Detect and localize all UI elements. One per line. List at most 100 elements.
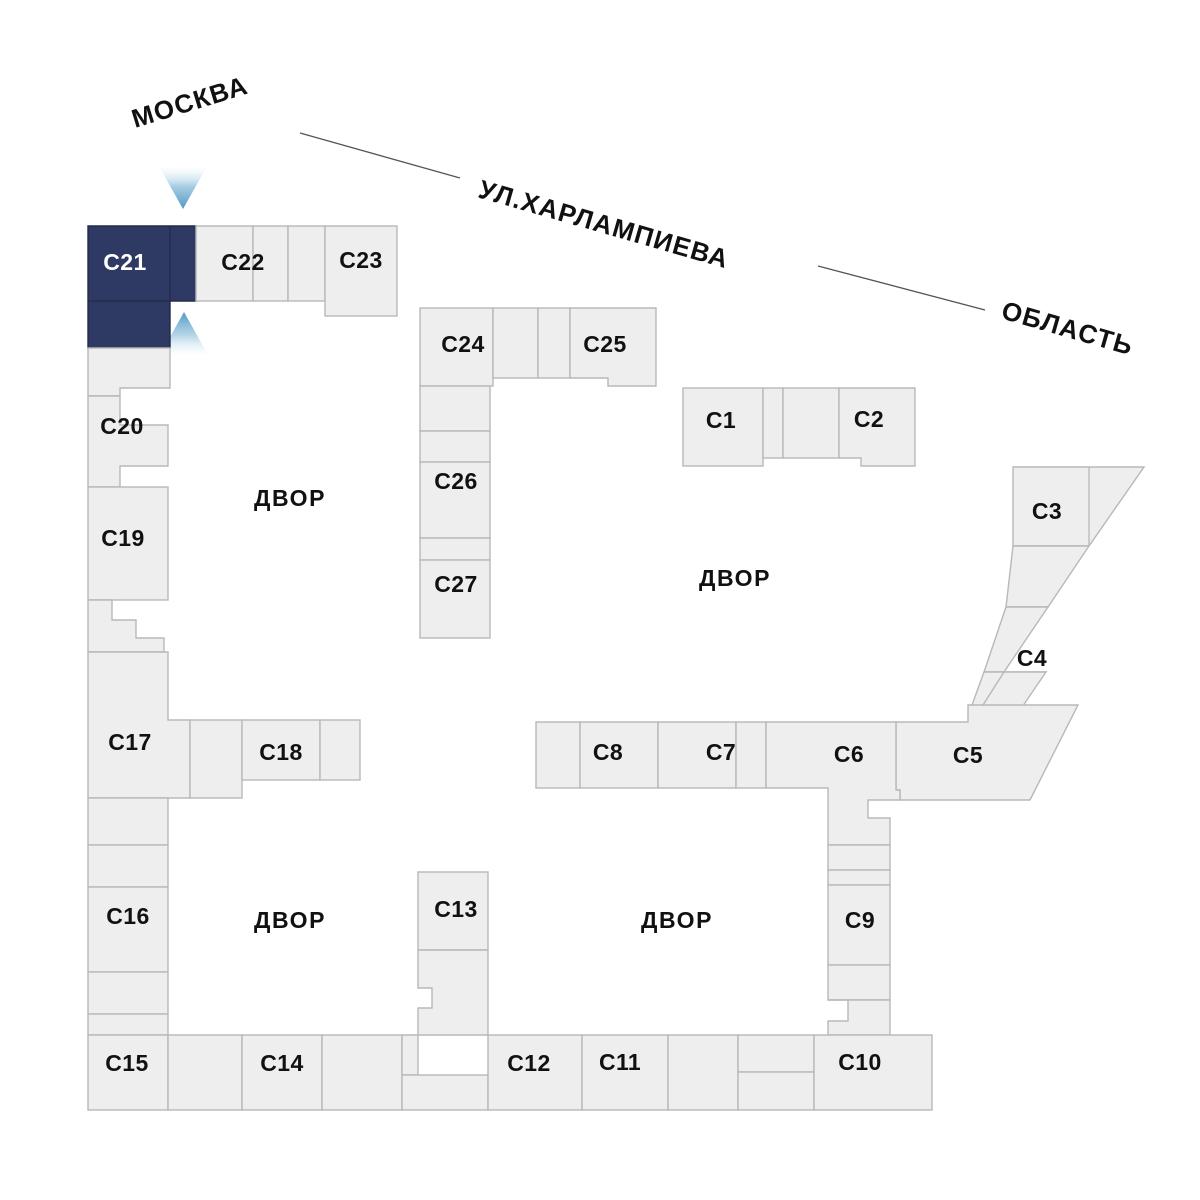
building-seg-c13-lower[interactable]: [417, 949, 489, 1036]
building-c7[interactable]: [657, 721, 737, 789]
building-seg-west-5[interactable]: [87, 1013, 169, 1036]
building-seg-centre-1[interactable]: [419, 385, 491, 432]
building-seg-c24-b[interactable]: [492, 307, 539, 379]
building-seg-south-7[interactable]: [737, 1071, 815, 1111]
building-seg-south-3[interactable]: [401, 1034, 419, 1076]
building-c18-a[interactable]: [189, 719, 243, 799]
building-label-c24: C24: [441, 331, 484, 357]
building-label-c6: C6: [834, 741, 864, 767]
building-c25[interactable]: [569, 307, 657, 387]
arrow-down-icon: [160, 168, 206, 209]
yard-labels: ДВОР ДВОР ДВОР ДВОР: [254, 485, 771, 933]
building-label-c4: C4: [1017, 645, 1047, 671]
building-label-c15: C15: [105, 1050, 148, 1076]
building-seg-c7-b[interactable]: [735, 721, 767, 789]
building-label-c13: C13: [434, 896, 477, 922]
building-label-c2: C2: [854, 406, 884, 432]
building-seg-south-2[interactable]: [321, 1034, 403, 1111]
yard-label-south-west: ДВОР: [254, 907, 326, 933]
yard-label-north-east: ДВОР: [699, 565, 771, 591]
street-leader-line-left: [299, 132, 461, 179]
building-c27[interactable]: [419, 559, 491, 639]
direction-arrows: [160, 168, 208, 355]
building-seg-south-5[interactable]: [667, 1034, 739, 1111]
building-label-c27: C27: [434, 571, 477, 597]
street-label-oblast: ОБЛАСТЬ: [998, 295, 1137, 361]
building-label-c7: C7: [706, 739, 736, 765]
building-c5[interactable]: [895, 704, 1080, 801]
building-seg-c9-c[interactable]: [827, 964, 891, 1001]
yard-label-north-west: ДВОР: [254, 485, 326, 511]
building-c11[interactable]: [581, 1034, 669, 1111]
block-centre-strip: C8 C7 C6: [535, 721, 901, 846]
building-label-c11: C11: [599, 1049, 641, 1075]
building-c18-c[interactable]: [319, 719, 361, 781]
building-c19[interactable]: [87, 486, 169, 601]
block-centre-top: C24 C25 C26 C27: [419, 307, 657, 639]
building-seg-ne-2[interactable]: [782, 387, 840, 459]
building-c1[interactable]: [682, 387, 764, 467]
building-c16[interactable]: [87, 886, 169, 973]
building-label-c19: C19: [101, 525, 144, 551]
building-c22-b[interactable]: [252, 225, 289, 302]
building-seg-west-3[interactable]: [87, 844, 169, 888]
building-label-c26: C26: [434, 468, 477, 494]
building-seg-stepped[interactable]: [87, 599, 165, 653]
building-seg-east-1[interactable]: [1005, 545, 1091, 608]
building-label-c16: C16: [106, 903, 149, 929]
building-c12[interactable]: [487, 1034, 583, 1111]
building-c22-c[interactable]: [287, 225, 326, 302]
building-seg-c8-a[interactable]: [535, 721, 581, 789]
building-label-c8: C8: [593, 739, 623, 765]
building-label-c22: C22: [221, 249, 264, 275]
yard-label-south-east: ДВОР: [641, 907, 713, 933]
building-c23[interactable]: [324, 225, 398, 317]
building-seg-south-4[interactable]: [401, 1074, 489, 1111]
building-seg-c24-c[interactable]: [537, 307, 571, 379]
block-c13: C13: [417, 871, 489, 1036]
building-c10[interactable]: [813, 1034, 933, 1111]
building-seg-centre-2[interactable]: [419, 430, 491, 463]
building-label-c23: C23: [339, 247, 382, 273]
building-seg-south-1[interactable]: [167, 1034, 243, 1111]
building-c18-b[interactable]: [241, 719, 321, 781]
building-label-c3: C3: [1032, 498, 1062, 524]
building-c14[interactable]: [241, 1034, 323, 1111]
building-seg-centre-3[interactable]: [419, 537, 491, 561]
building-seg-c9-b[interactable]: [827, 869, 891, 886]
building-label-c14: C14: [260, 1050, 303, 1076]
building-seg-south-6[interactable]: [737, 1034, 815, 1073]
building-label-c21: C21: [103, 249, 146, 275]
building-seg-west-4[interactable]: [87, 971, 169, 1015]
building-seg-ne-1[interactable]: [762, 387, 784, 459]
block-west: C20 C19 C17 C18 C16: [87, 347, 361, 1036]
building-c17[interactable]: [87, 651, 191, 799]
block-east-strip: C9: [827, 844, 891, 1036]
building-seg-c9-a[interactable]: [827, 844, 891, 871]
building-c20[interactable]: [87, 395, 169, 488]
building-label-c20: C20: [100, 413, 143, 439]
building-c6[interactable]: [765, 721, 901, 846]
building-label-c25: C25: [583, 331, 626, 357]
building-label-c18: C18: [259, 739, 302, 765]
block-north-east: C1 C2: [682, 387, 916, 467]
building-label-c12: C12: [507, 1050, 550, 1076]
street-label-harlampieva: УЛ.ХАРЛАМПИЕВА: [475, 174, 732, 274]
building-c24[interactable]: [419, 307, 494, 387]
building-seg-west-1[interactable]: [87, 347, 171, 397]
building-label-c17: C17: [108, 729, 151, 755]
building-label-c9: C9: [845, 907, 875, 933]
block-south-row: C15 C14 C12 C11 C10: [87, 1034, 933, 1111]
building-c22-a[interactable]: [195, 225, 254, 302]
building-c15[interactable]: [87, 1034, 169, 1111]
building-seg-west-2[interactable]: [87, 797, 169, 846]
building-c2[interactable]: [838, 387, 916, 467]
building-label-c10: C10: [838, 1049, 881, 1075]
street-leader-line-right: [817, 265, 986, 311]
building-seg-c9-d[interactable]: [827, 999, 891, 1036]
block-east-diagonal: C3 C4 C5: [895, 466, 1146, 801]
street-label-moskva: МОСКВА: [128, 70, 252, 134]
building-label-c1: C1: [706, 407, 736, 433]
arrow-up-icon: [160, 312, 208, 355]
